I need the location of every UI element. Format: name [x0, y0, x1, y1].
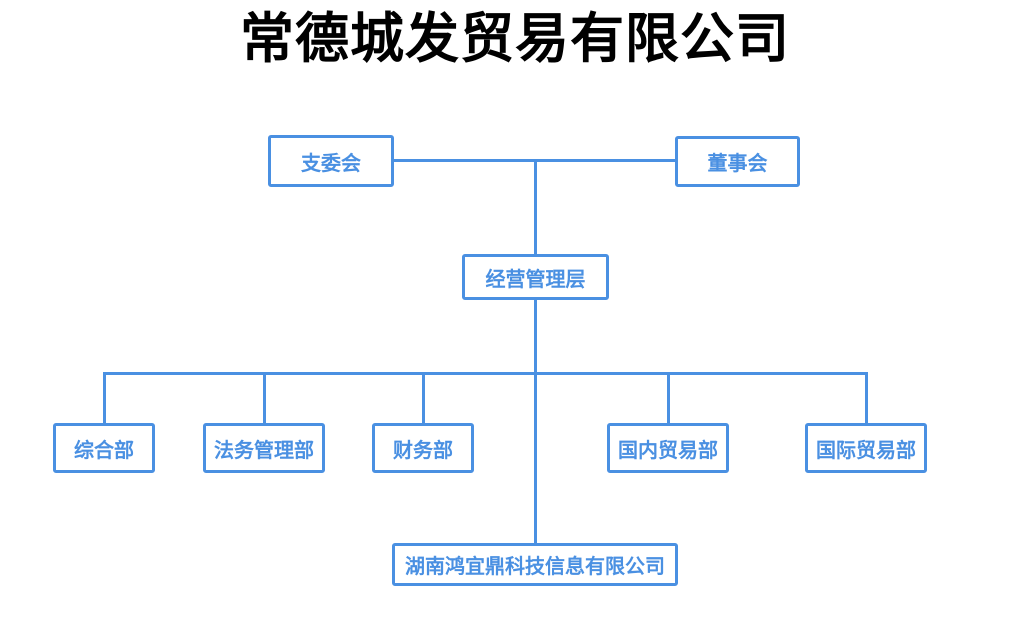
- connector-drop-domestic: [667, 372, 670, 424]
- connector-distributor: [103, 372, 868, 375]
- node-finance-dept: 财务部: [372, 423, 474, 473]
- page-title: 常德城发贸易有限公司: [240, 9, 790, 69]
- connector-drop-international: [865, 372, 868, 424]
- node-management-layer: 经营管理层: [462, 254, 609, 300]
- connector-middle-vertical: [534, 299, 537, 545]
- node-domestic-trade-dept: 国内贸易部: [607, 423, 729, 473]
- node-general-dept: 综合部: [53, 423, 155, 473]
- node-international-trade-dept: 国际贸易部: [805, 423, 927, 473]
- connector-top-vertical: [534, 159, 537, 255]
- node-subsidiary-company: 湖南鸿宜鼎科技信息有限公司: [392, 543, 678, 586]
- node-legal-management-dept: 法务管理部: [203, 423, 325, 473]
- connector-drop-finance: [422, 372, 425, 424]
- node-party-branch-committee: 支委会: [268, 135, 394, 187]
- connector-drop-legal: [263, 372, 266, 424]
- connector-drop-general: [103, 372, 106, 424]
- node-board-of-directors: 董事会: [675, 136, 800, 187]
